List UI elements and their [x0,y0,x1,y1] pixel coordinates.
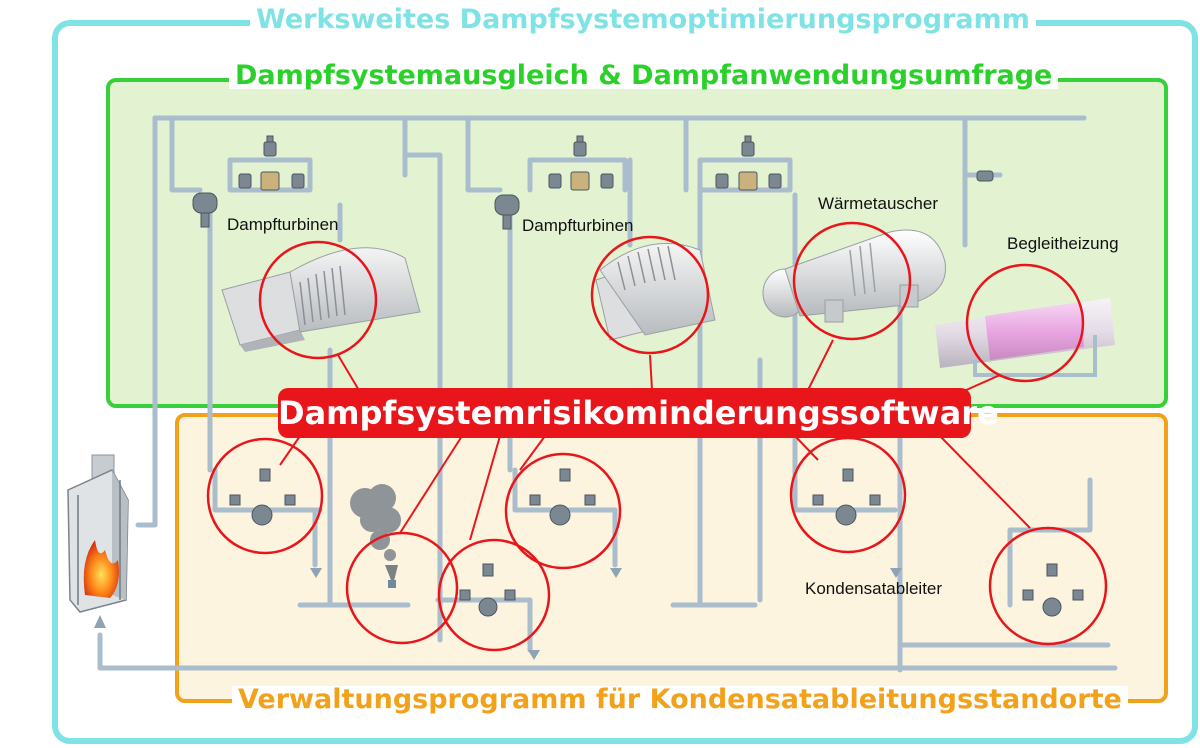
risk-circle-trap-4 [437,538,551,652]
risk-circle-turbine-1 [258,240,378,360]
risk-mitigation-software-banner: Dampfsystemrisikominderungssoftware [278,388,999,438]
steam-turbine-2 [595,242,716,341]
steam-piping [97,115,1118,673]
drain-arrow-icons [310,568,902,660]
risk-circle-turbine-2 [590,235,710,355]
trap-program-frame [175,413,1168,703]
steam-traps-label: Kondensatableiter [805,579,943,598]
steam-tracing-label: Begleitheizung [1007,234,1119,253]
heat-exchanger-label: Wärmetauscher [818,194,938,213]
valve-station-icons [192,135,994,230]
turbine-1-label: Dampfturbinen [227,215,339,234]
trap-station-icons [229,468,1084,617]
heat-exchanger [762,229,946,323]
survey-program-title: Dampfsystemausgleich & Dampfanwendungsum… [229,62,1059,89]
risk-circle-trap-3 [789,436,907,554]
steam-turbine-1 [221,247,421,352]
trap-program-title: Verwaltungsprogramm für Kondensatableitu… [232,686,1128,713]
plant-wide-program-title: Werksweites Dampfsystemoptimierungsprogr… [250,6,1036,33]
risk-circle-trap-5 [988,526,1108,646]
risk-circle-heat-exchanger [792,221,912,341]
risk-circle-steam-tracing [965,263,1085,383]
turbine-2-label: Dampfturbinen [522,216,634,235]
risk-circle-trap-1 [206,437,324,555]
risk-connector-lines [279,339,1031,541]
steam-tracing-pipe [935,298,1115,377]
boiler [67,454,129,628]
steam-leak-plume [350,484,401,588]
risk-highlight-circles [206,221,1108,652]
risk-circle-trap-2 [504,452,622,570]
risk-circle-steam-leak [345,531,459,645]
